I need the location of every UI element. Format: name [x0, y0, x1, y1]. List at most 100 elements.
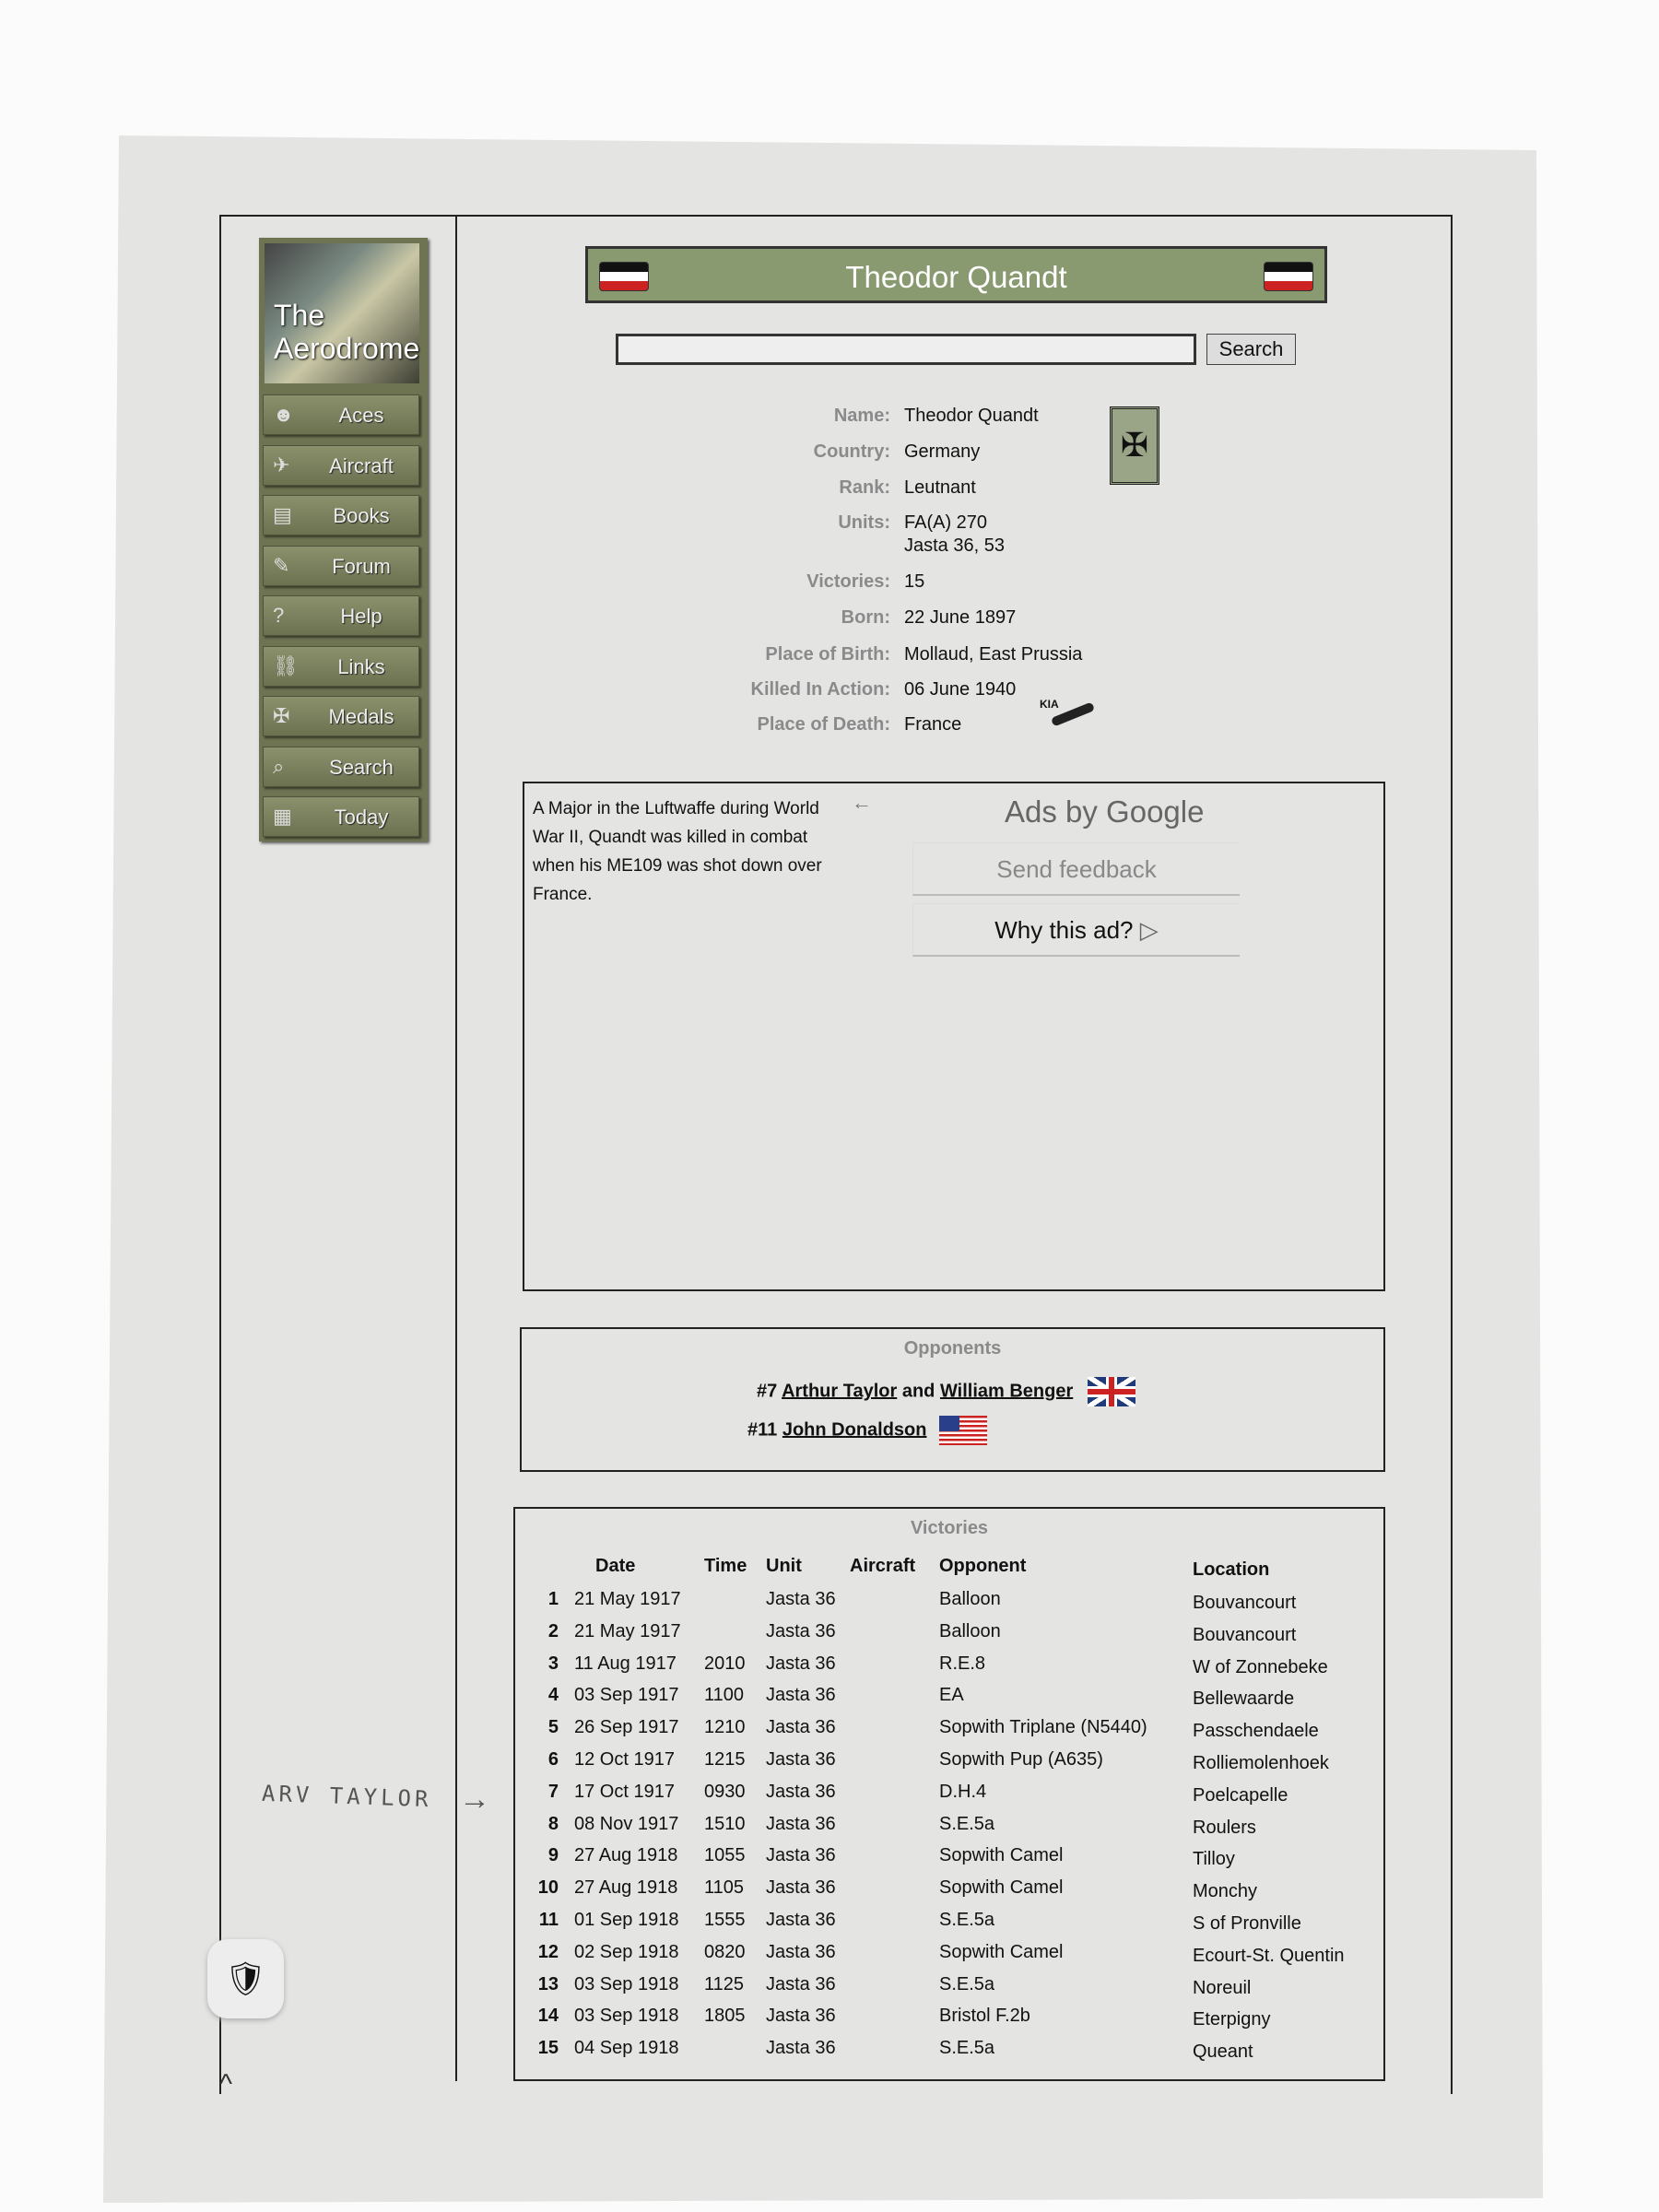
uk-flag-icon — [1087, 1377, 1135, 1406]
back-arrow-icon[interactable]: ← — [852, 791, 872, 814]
nav-aircraft-button[interactable]: ✈Aircraft — [263, 444, 419, 486]
table-cell: Rolliemolenhoek — [1193, 1753, 1329, 1773]
table-cell: 04 Sep 1918 — [574, 2038, 679, 2059]
us-flag-icon — [939, 1416, 988, 1445]
table-cell: Noreuil — [1193, 1977, 1252, 1998]
nav-books-button[interactable]: ▤Books — [263, 495, 419, 535]
table-cell: Poelcapelle — [1193, 1784, 1288, 1806]
table-cell: 1125 — [704, 1973, 745, 1994]
table-cell: Jasta 36 — [766, 1877, 836, 1899]
table-cell: 0820 — [704, 1941, 746, 1962]
table-cell: 1100 — [704, 1685, 745, 1706]
nav-label: Medals — [328, 705, 394, 728]
table-cell: Jasta 36 — [766, 1589, 836, 1609]
nav-label: Help — [340, 605, 382, 628]
table-cell: Eterpigny — [1193, 2009, 1271, 2030]
bio-ad-box — [523, 782, 1385, 1291]
table-cell: 2010 — [704, 1653, 746, 1674]
table-cell: Sopwith Pup (A635) — [939, 1749, 1103, 1770]
opponent-link[interactable]: Arthur Taylor — [782, 1381, 898, 1402]
table-cell: Bouvancourt — [1193, 1624, 1297, 1645]
nav-medals-button[interactable]: ✠ Medals — [263, 696, 419, 736]
opponent-link[interactable]: John Donaldson — [782, 1419, 927, 1441]
table-cell: 12 Oct 1917 — [574, 1749, 675, 1770]
field-value: Leutnant — [904, 477, 976, 498]
table-cell: 1105 — [704, 1877, 745, 1899]
victory-number: 9 — [547, 1845, 559, 1866]
table-cell: Jasta 36 — [766, 1910, 836, 1930]
why-this-ad-button[interactable]: Why this ad? ▷ — [912, 903, 1240, 957]
search-button[interactable]: Search — [1206, 334, 1296, 365]
nav-today-button[interactable]: ▦Today — [263, 796, 419, 837]
joiner-text: and — [901, 1381, 935, 1402]
table-cell: Balloon — [939, 1589, 1001, 1609]
biography-text: A Major in the Luftwaffe during World Wa… — [533, 799, 822, 904]
victories-box: Victories — [513, 1507, 1385, 2081]
field-label: Name: — [833, 406, 890, 426]
airplane-icon: ✈ — [273, 453, 290, 477]
nav-help-button[interactable]: ?Help — [263, 595, 419, 636]
table-cell: 27 Aug 1918 — [574, 1845, 678, 1866]
chevron-up-icon[interactable]: ^ — [219, 2069, 233, 2100]
send-feedback-button[interactable]: Send feedback — [912, 842, 1240, 896]
chain-link-icon: ⛓ — [273, 653, 299, 677]
shield-check-icon: 🛡 — [224, 1959, 267, 1997]
nav-label: Search — [329, 755, 394, 779]
german-flag-icon — [599, 262, 649, 291]
field-value: FA(A) 270 — [904, 512, 988, 533]
nav-links-button[interactable]: ⛓ Links — [263, 645, 419, 687]
victory-number: 8 — [547, 1813, 559, 1834]
table-cell: W of Zonnebeke — [1193, 1656, 1328, 1677]
table-cell: 01 Sep 1918 — [574, 1910, 679, 1930]
column-divider — [455, 215, 457, 2081]
victory-number: 10 — [537, 1877, 559, 1899]
opponent-row: #7 Arthur Taylor and William Benger — [757, 1377, 1135, 1406]
victories-heading: Victories — [910, 1518, 989, 1538]
table-cell: 17 Oct 1917 — [574, 1781, 675, 1802]
column-header: Opponent — [939, 1556, 1027, 1576]
table-cell: R.E.8 — [939, 1653, 986, 1674]
table-cell: 1055 — [704, 1845, 746, 1866]
victory-number: 5 — [547, 1717, 559, 1738]
table-cell: Jasta 36 — [766, 1717, 836, 1738]
field-label: Victories: — [806, 571, 890, 592]
table-cell: 26 Sep 1917 — [574, 1717, 679, 1738]
victory-number: 4 — [547, 1685, 559, 1706]
victory-number: 11 — [538, 1910, 559, 1930]
column-header: Location — [1193, 1559, 1270, 1580]
field-value: France — [904, 714, 962, 735]
field-label: Rank: — [839, 477, 890, 498]
table-cell: S.E.5a — [939, 1813, 995, 1834]
nav-aces-button[interactable]: ☻Aces — [263, 394, 419, 435]
table-cell: S.E.5a — [939, 1973, 995, 1994]
opponents-heading: Opponents — [903, 1338, 1002, 1359]
search-input[interactable] — [616, 334, 1196, 365]
table-cell: 0930 — [704, 1781, 746, 1802]
table-cell: 21 May 1917 — [574, 1589, 681, 1609]
nav-search-button[interactable]: ⌕Search — [263, 746, 419, 787]
kia-badge: KIA — [1040, 698, 1059, 711]
victory-number: #7 — [757, 1381, 778, 1402]
table-cell: 1555 — [704, 1910, 746, 1930]
medal-icon: ✠ — [273, 704, 290, 727]
field-label: Place of Birth: — [765, 644, 890, 665]
opponent-link[interactable]: William Benger — [939, 1381, 1074, 1402]
table-cell: Jasta 36 — [766, 1653, 836, 1674]
table-cell: Queant — [1193, 2041, 1253, 2063]
table-cell: 11 Aug 1917 — [574, 1653, 677, 1674]
nav-label: Forum — [332, 554, 391, 578]
nav-forum-button[interactable]: ✎Forum — [263, 545, 419, 586]
site-logo[interactable]: The Aerodrome — [265, 243, 419, 383]
field-label: Place of Death: — [757, 714, 890, 735]
shield-check-button[interactable]: 🛡 — [207, 1939, 284, 2018]
field-value: 22 June 1897 — [904, 607, 1017, 628]
table-cell: Sopwith Triplane (N5440) — [939, 1717, 1147, 1738]
table-cell: Jasta 36 — [766, 1781, 836, 1802]
table-cell: S of Pronville — [1193, 1913, 1301, 1934]
table-cell: Bouvancourt — [1193, 1593, 1297, 1613]
victory-number: #11 — [747, 1419, 778, 1441]
nav-label: Links — [337, 654, 385, 678]
opponents-box: Opponents #7 Arthur Taylor and William B… — [520, 1327, 1385, 1472]
field-label: Born: — [841, 607, 890, 628]
table-cell: Bristol F.2b — [939, 2006, 1030, 2027]
